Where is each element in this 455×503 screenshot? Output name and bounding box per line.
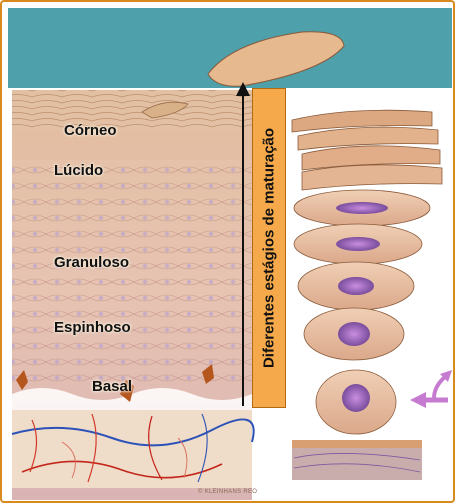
layer-label-corneo: Córneo [64,122,117,139]
division-arrow [410,370,452,408]
maturation-label: Diferentes estágios de maturação [261,128,278,368]
layer-label-basal: Basal [92,378,132,395]
layer-label-lucido: Lúcido [54,162,103,179]
layer-label-granuloso: Granuloso [54,254,129,271]
maturation-label-box: Diferentes estágios de maturação [252,88,286,408]
tissue-section [12,90,254,500]
layer-label-espinhoso: Espinhoso [54,319,131,336]
image-credit: © KLEINHANS REO [198,489,257,495]
